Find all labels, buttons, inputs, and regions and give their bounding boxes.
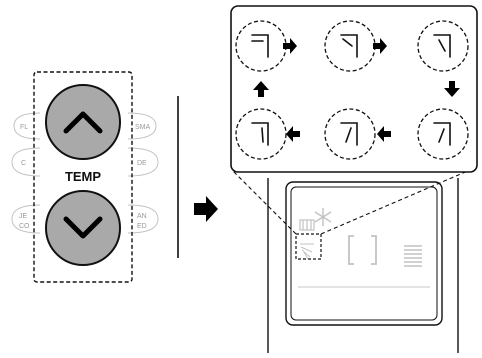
fan-icon bbox=[299, 219, 315, 231]
fan-speed-bars-icon bbox=[404, 245, 422, 267]
side-label-right-4: ED bbox=[137, 223, 147, 230]
side-label-right-1: SMA bbox=[135, 124, 151, 131]
remote-side-buttons-right bbox=[127, 112, 159, 234]
swing-step-1 bbox=[235, 20, 287, 72]
temp-up-button[interactable] bbox=[45, 84, 121, 160]
swing-step-5 bbox=[324, 108, 376, 160]
swing-vane-icon bbox=[340, 122, 358, 146]
arrow-down-icon bbox=[444, 81, 460, 97]
side-label-left-3: JE bbox=[19, 213, 28, 220]
swing-vane-icon bbox=[433, 122, 451, 146]
swing-step-3 bbox=[417, 20, 469, 72]
temperature-bracket-icon bbox=[348, 235, 377, 265]
arrow-right-icon bbox=[194, 196, 218, 222]
snowflake-icon bbox=[314, 208, 332, 226]
remote-side-buttons-left bbox=[11, 112, 41, 234]
swing-vane-icon bbox=[433, 34, 451, 58]
swing-step-4 bbox=[417, 108, 469, 160]
temp-down-button[interactable] bbox=[45, 190, 121, 266]
temp-button-highlight-frame bbox=[33, 71, 133, 283]
arrow-up-icon bbox=[253, 81, 269, 97]
chevron-up-icon bbox=[63, 111, 103, 134]
chevron-down-icon bbox=[63, 216, 103, 239]
swing-indicator-icon bbox=[300, 243, 314, 260]
arrow-left-icon bbox=[377, 126, 391, 142]
swing-step-2 bbox=[324, 20, 376, 72]
side-label-left-1: FL bbox=[20, 124, 28, 131]
swing-sequence-panel bbox=[230, 5, 478, 173]
temp-label: TEMP bbox=[65, 169, 101, 184]
remote-control: FL C JE CO SMA DE AN ED TEMP bbox=[11, 71, 159, 283]
zoom-line-right bbox=[320, 169, 471, 235]
side-label-right-3: AN bbox=[137, 213, 147, 220]
arrow-left-icon bbox=[286, 126, 300, 142]
side-label-right-2: DE bbox=[137, 160, 147, 167]
arrow-right-icon bbox=[283, 38, 297, 54]
swing-step-6 bbox=[235, 108, 287, 160]
swing-vane-icon bbox=[251, 122, 269, 146]
swing-vane-icon bbox=[251, 34, 269, 58]
indoor-unit bbox=[267, 178, 459, 353]
side-label-left-2: C bbox=[21, 160, 26, 167]
zoom-line-left bbox=[231, 169, 297, 235]
swing-indicator-highlight bbox=[295, 233, 322, 260]
side-label-left-4: CO bbox=[19, 223, 30, 230]
display-panel-inner bbox=[290, 186, 438, 321]
swing-vane-icon bbox=[340, 34, 358, 58]
arrow-right-icon bbox=[373, 38, 387, 54]
